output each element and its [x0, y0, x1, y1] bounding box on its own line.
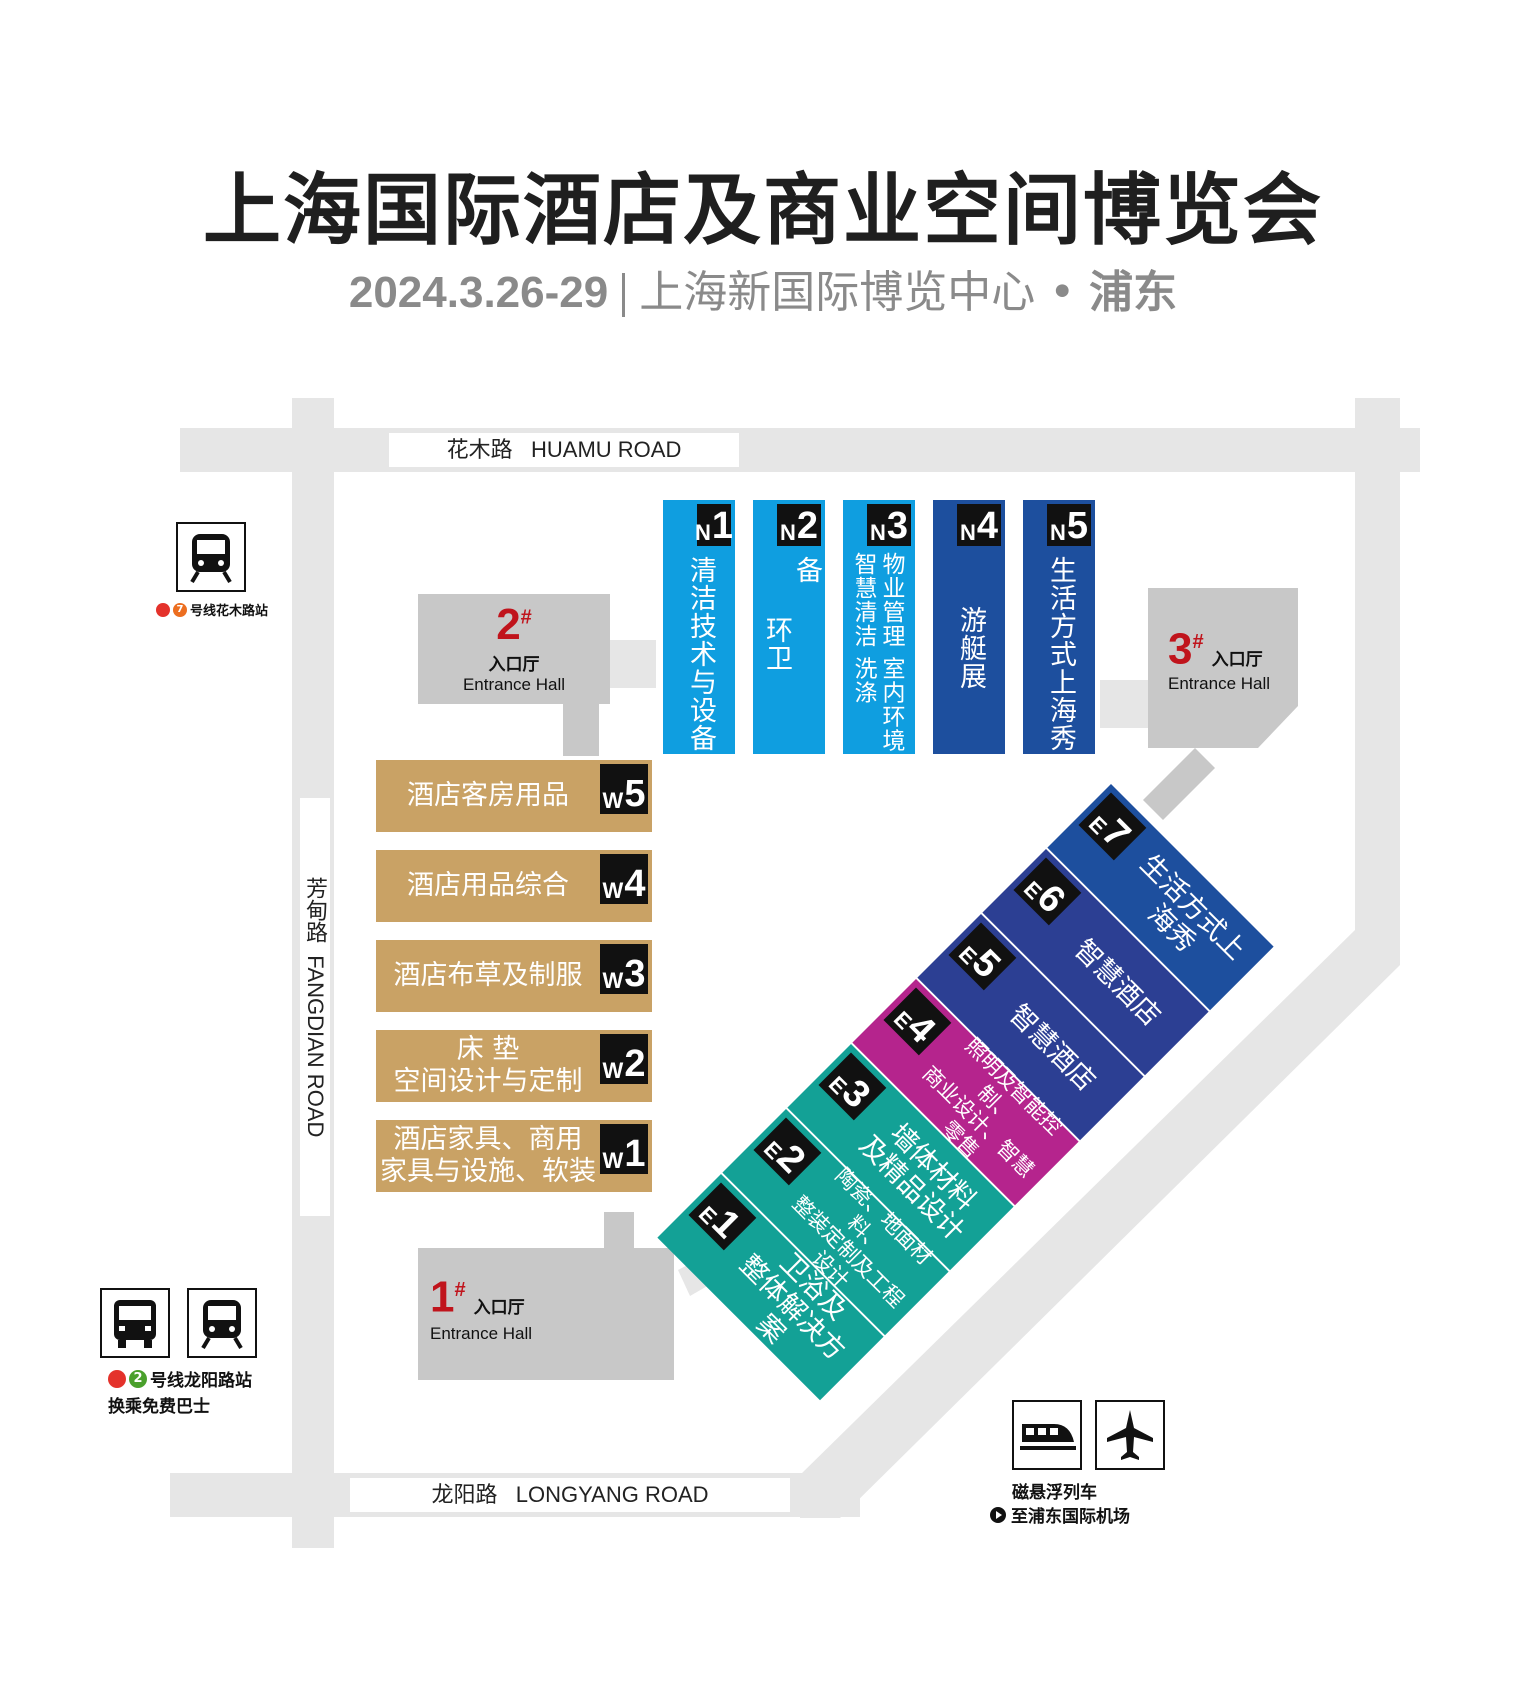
- hall-w1-label: 酒店家具、商用 家具与设施、软装: [380, 1124, 596, 1187]
- hall-n4-label: 游艇展: [955, 606, 986, 690]
- fangdian-road-cn: 芳甸路: [303, 876, 328, 943]
- metro-2-icon-box: [187, 1288, 257, 1358]
- hall-n3-label: 物业管理 室内环境智慧清洁 洗涤: [850, 552, 904, 753]
- hall-w3-label: 酒店布草及制服: [393, 960, 583, 991]
- entrance-1-cn: 入口厅: [473, 1297, 525, 1318]
- entrance-2-sup: #: [520, 606, 532, 629]
- maglev-train-icon: [1020, 1424, 1076, 1450]
- huamu-road-surface: [180, 428, 1420, 472]
- huamu-road-en: HUAMU ROAD: [531, 437, 682, 462]
- bus-icon: [114, 1300, 156, 1348]
- entrance-3-sup: #: [1192, 631, 1204, 653]
- maglev-icon-box: [1012, 1400, 1082, 1470]
- entrance-3-label: 3# 入口厅 Entrance Hall: [1168, 622, 1298, 694]
- entrance-1-label: 1# 入口厅 Entrance Hall: [430, 1270, 650, 1344]
- hall-w4-label: 酒店用品综合: [407, 870, 569, 901]
- entrance-hall-2[interactable]: [418, 594, 610, 704]
- metro-7-label: 7 号线花木路站: [156, 600, 268, 619]
- subtitle-divider: [622, 273, 626, 317]
- hall-w5-label: 酒店客房用品: [407, 780, 569, 811]
- event-district: 浦东: [1089, 267, 1178, 318]
- hall-n2-label: 清洁技术与设备环卫: [761, 556, 852, 724]
- entrance-3-en: Entrance Hall: [1168, 673, 1271, 693]
- entrance-hall-1[interactable]: [418, 1248, 674, 1380]
- driveway-2: [608, 640, 656, 688]
- free-shuttle-note: 换乘免费巴士: [108, 1397, 210, 1417]
- longyang-road-cn: 龙阳路: [431, 1482, 498, 1507]
- entrance-2-cn: 入口厅: [488, 655, 540, 675]
- hall-n5-label: 生活方式上海秀: [1045, 556, 1076, 752]
- airplane-icon-box: [1095, 1400, 1165, 1470]
- metro-7-icon-box: [176, 522, 246, 592]
- huamu-road-cn: 花木路: [446, 437, 513, 462]
- maglev-note: 至浦东国际机场: [990, 1502, 1130, 1527]
- bus-icon-box: [100, 1288, 170, 1358]
- shanghai-metro-logo-icon: [156, 602, 170, 617]
- line-7-badge: 7: [173, 602, 187, 617]
- entrance-2-en: Entrance Hall: [462, 675, 566, 694]
- metro-train-icon: [190, 534, 232, 584]
- entrance-3-number: 3: [1168, 624, 1193, 674]
- event-date: 2024.3.26-29: [348, 268, 609, 317]
- line-2-badge: 2: [129, 1369, 147, 1388]
- hall-w2-label: 床 垫 空间设计与定制: [393, 1034, 583, 1097]
- entrance-hall-3[interactable]: [1148, 588, 1298, 748]
- entrance-1-en: Entrance Hall: [430, 1323, 533, 1343]
- fangdian-road-en: FANGDIAN ROAD: [303, 955, 328, 1138]
- entrance-3-cn: 入口厅: [1211, 649, 1263, 670]
- huamu-road-label: 花木路 HUAMU ROAD: [389, 433, 739, 467]
- fangdian-road-label: 芳甸路 FANGDIAN ROAD: [300, 798, 330, 1216]
- entrance-2-number: 2: [496, 600, 521, 649]
- entrance-1-number: 1: [430, 1272, 455, 1322]
- event-venue: 上海新国际博览中心: [639, 267, 1036, 318]
- metro-train-icon: [201, 1300, 243, 1350]
- hall-n1-label: 清洁技术与设备: [685, 556, 716, 752]
- page-title: 上海国际酒店及商业空间博览会: [202, 166, 1323, 256]
- longyang-road-en: LONGYANG ROAD: [515, 1482, 709, 1507]
- play-arrow-icon: [990, 1506, 1006, 1523]
- event-subtitle: 2024.3.26-29 上海新国际博览中心 • 浦东: [0, 256, 1526, 320]
- connector-3: [1143, 748, 1215, 820]
- entrance-hall-1-stem: [604, 1212, 634, 1252]
- entrance-hall-3-shape: [1148, 588, 1298, 748]
- maglev-label: 磁悬浮列车: [1012, 1483, 1097, 1503]
- airplane-icon: [1107, 1410, 1153, 1460]
- bullet-dot: •: [1035, 267, 1090, 318]
- entrance-2-label: 2# 入口厅 Entrance Hall: [428, 600, 600, 695]
- shanghai-metro-logo-icon: [108, 1369, 126, 1388]
- entrance-hall-2-stem: [563, 700, 599, 756]
- longyang-road-label: 龙阳路 LONGYANG ROAD: [350, 1478, 790, 1512]
- entrance-1-sup: #: [454, 1279, 466, 1301]
- metro-2-label: 2 号线龙阳路站: [108, 1366, 252, 1391]
